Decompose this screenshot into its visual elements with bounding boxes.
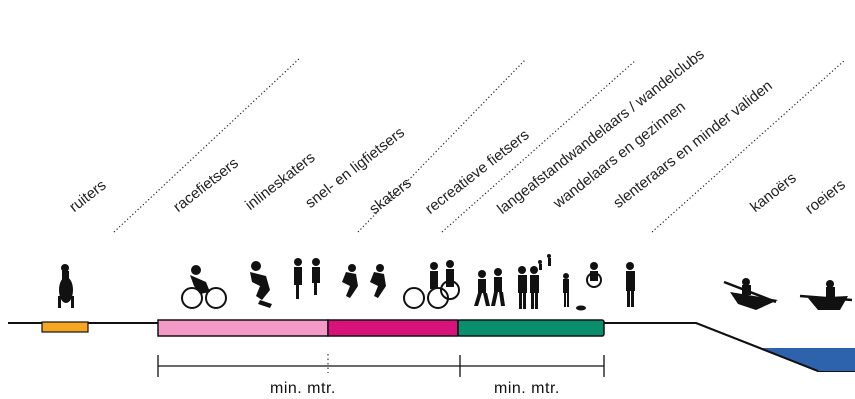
dimension-label-right: min. mtr.	[494, 380, 560, 397]
footpath-green-bar	[457, 319, 605, 337]
dotted-separator	[113, 57, 301, 233]
horse-rider-icon	[58, 264, 74, 308]
inline-skater-icon	[250, 261, 272, 308]
recreational-cyclist-icon	[430, 260, 454, 289]
bike-wheel-icon	[181, 287, 203, 309]
fast-cyclist-icon	[294, 258, 320, 299]
dimension-label-left: min. mtr.	[270, 380, 336, 397]
bank-slope	[695, 322, 819, 372]
dotted-separator	[441, 59, 637, 233]
walkers-and-family-icon	[518, 254, 586, 311]
racing-cyclist-icon	[190, 265, 210, 294]
bike-wheel-icon	[440, 280, 460, 300]
stroller-walker-icon	[626, 262, 635, 307]
skater-icon	[342, 264, 386, 298]
wheelchair-wheel-icon	[586, 272, 602, 288]
horse-path-bar	[41, 321, 89, 333]
water-area	[760, 348, 855, 371]
dotted-separator	[651, 59, 846, 233]
cycle-path-magenta-bar	[327, 319, 459, 337]
long-distance-walker-icon	[474, 268, 505, 306]
dotted-separators	[113, 57, 846, 233]
cycle-path-pink-bar	[157, 319, 329, 337]
rower-icon	[799, 280, 853, 310]
dimension-lines	[157, 355, 605, 377]
silhouettes	[58, 254, 853, 311]
canoeist-icon	[723, 278, 778, 310]
dotted-separator	[357, 59, 526, 233]
bike-wheel-icon	[403, 287, 425, 309]
bike-wheel-icon	[205, 287, 227, 309]
wheelchair-user-icon	[590, 262, 598, 281]
